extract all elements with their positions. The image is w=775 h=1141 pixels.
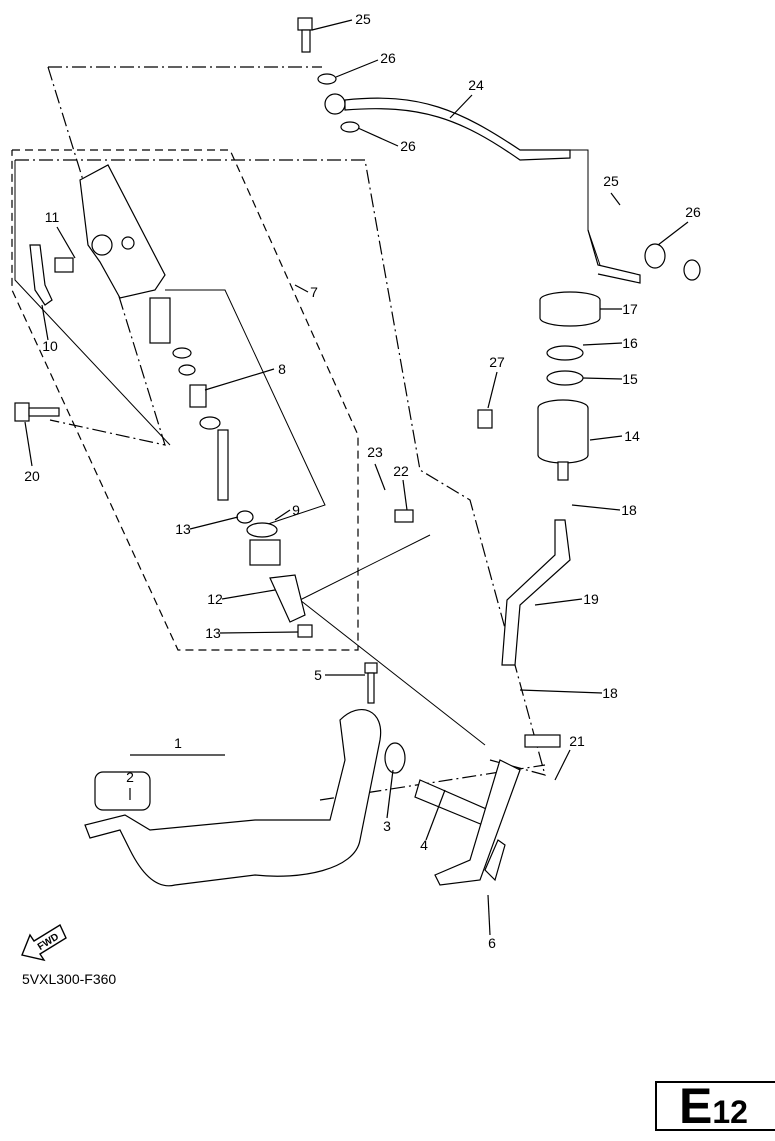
callout-6: 6 (488, 935, 496, 951)
leader-line (487, 894, 491, 936)
leader-line (582, 377, 623, 380)
leader-line (56, 226, 76, 259)
callout-16: 16 (622, 335, 638, 351)
leader-line (519, 689, 603, 694)
brake-pedal (84, 709, 521, 887)
callout-3: 3 (383, 818, 391, 834)
callout-26: 26 (400, 138, 416, 154)
callout-18: 18 (602, 685, 618, 701)
pushrod-10 (29, 244, 53, 306)
fwd-arrow-icon (21, 923, 67, 962)
callout-2: 2 (126, 769, 134, 785)
leader-line (335, 59, 379, 78)
section-number: 12 (712, 1094, 748, 1130)
callout-14: 14 (624, 428, 640, 444)
leader-line (219, 631, 299, 634)
callout-15: 15 (622, 371, 638, 387)
reservoir-parts (477, 291, 601, 481)
leader-line (571, 504, 621, 511)
callout-22: 22 (393, 463, 409, 479)
callout-17: 17 (622, 301, 638, 317)
callout-23: 23 (367, 444, 383, 460)
callout-4: 4 (420, 837, 428, 853)
leader-line (204, 368, 275, 391)
callout-9: 9 (292, 502, 300, 518)
callout-7: 7 (310, 284, 318, 300)
callout-10: 10 (42, 338, 58, 354)
bolts (14, 257, 561, 748)
callout-13: 13 (175, 521, 191, 537)
leader-line (374, 463, 386, 491)
leader-line (221, 589, 276, 600)
callout-8: 8 (278, 361, 286, 377)
callout-19: 19 (583, 591, 599, 607)
callout-11: 11 (45, 209, 60, 225)
leader-line (425, 789, 446, 841)
leader-line (589, 435, 623, 441)
brake-hose-24 (324, 93, 641, 284)
callout-27: 27 (489, 354, 505, 370)
leader-line (274, 509, 291, 521)
master-cylinder (79, 164, 166, 299)
callout-26: 26 (685, 204, 701, 220)
leader-line (24, 421, 33, 467)
leader-line (610, 192, 621, 206)
leader-line (657, 221, 689, 246)
hose-19 (501, 519, 571, 666)
callout-26: 26 (380, 50, 396, 66)
leader-line (534, 598, 583, 606)
section-badge: E12 (655, 1078, 775, 1134)
piston-parts (149, 297, 313, 638)
callout-25: 25 (603, 173, 619, 189)
callout-13: 13 (205, 625, 221, 641)
callout-25: 25 (355, 11, 371, 27)
banjo-bolt-25 (297, 17, 313, 53)
thin-lines (14, 149, 601, 746)
leader-line (554, 749, 571, 781)
section-letter: E (679, 1078, 713, 1134)
dashed-box (11, 149, 359, 651)
callout-12: 12 (207, 591, 223, 607)
leader-line (294, 284, 309, 293)
callout-21: 21 (569, 733, 585, 749)
leader-line (357, 127, 399, 147)
figure-code: 5VXL300-F360 (22, 971, 117, 987)
callout-5: 5 (314, 667, 322, 683)
callout-18: 18 (621, 502, 637, 518)
leader-line (386, 769, 394, 819)
leader-line (189, 516, 239, 530)
leader-line (41, 304, 49, 341)
callout-1: 1 (174, 735, 182, 751)
callout-20: 20 (24, 468, 40, 484)
callout-24: 24 (468, 77, 484, 93)
leader-line (311, 19, 353, 31)
washers-26 (317, 73, 701, 281)
leader-line (449, 94, 473, 119)
leader-line (402, 479, 408, 511)
leader-line (487, 371, 498, 409)
leader-line (582, 342, 623, 346)
